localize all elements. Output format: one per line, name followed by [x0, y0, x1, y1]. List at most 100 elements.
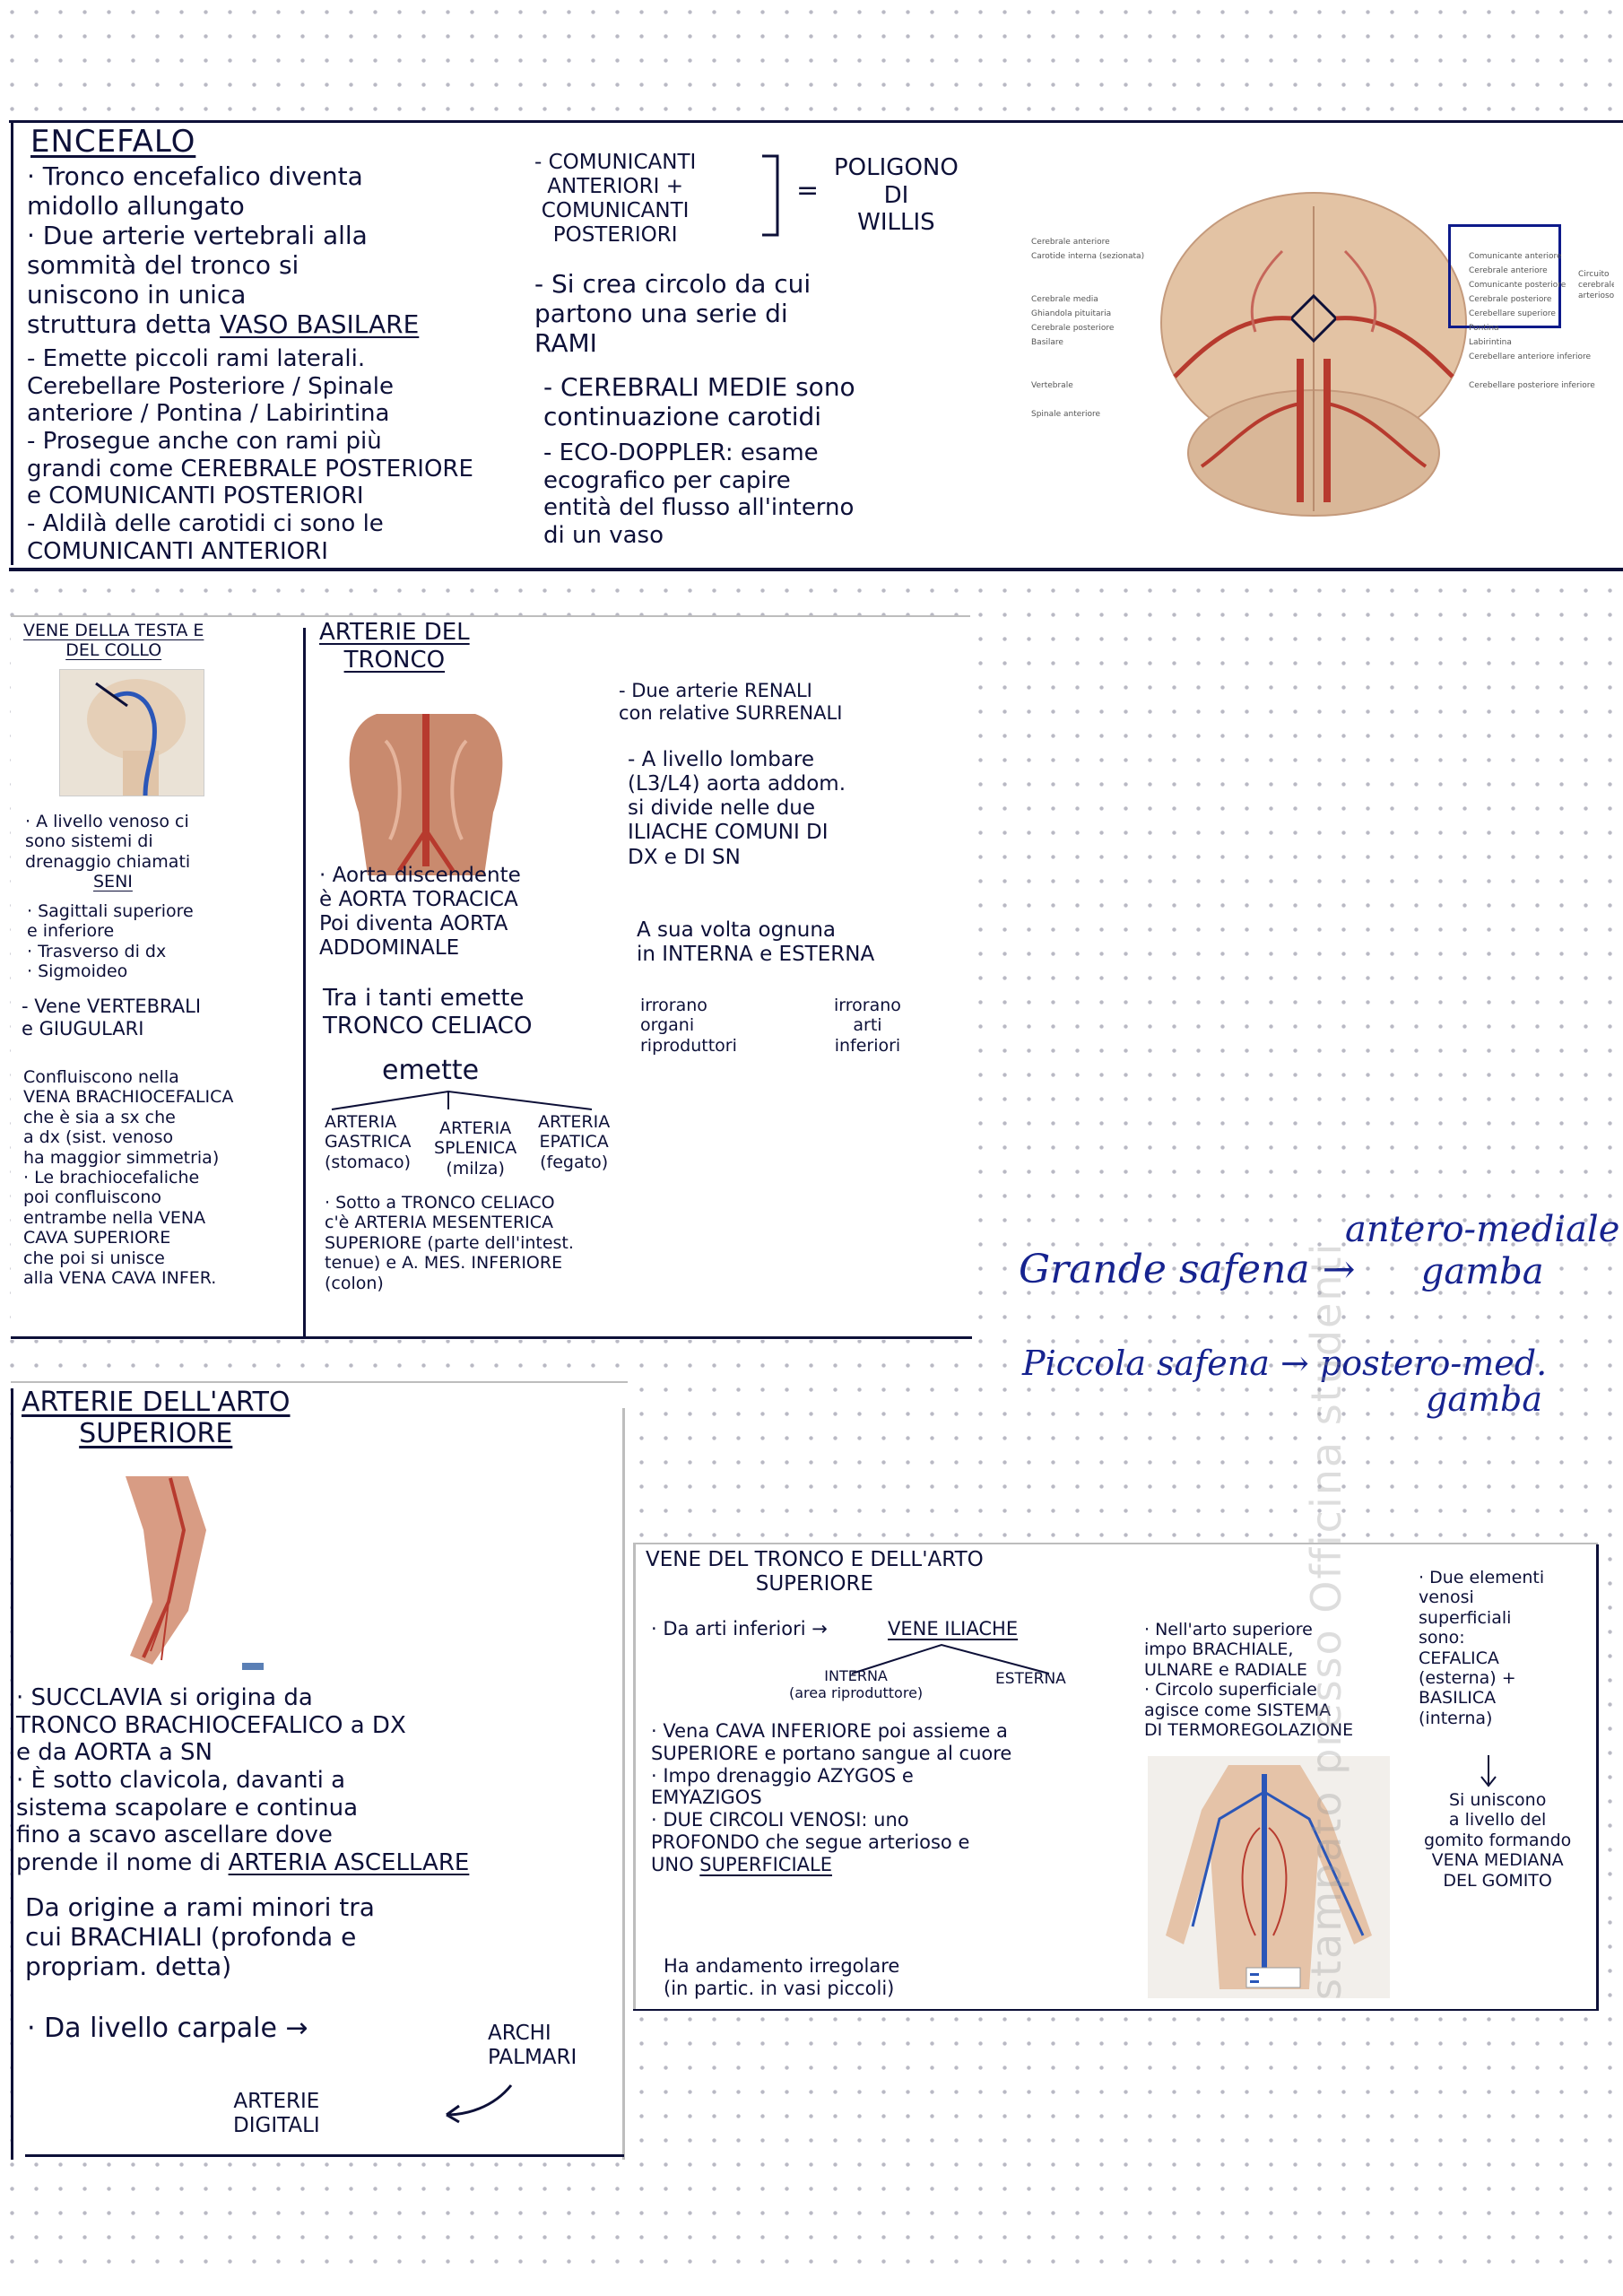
brain-label-r2: Comunicante posteriore [1469, 281, 1567, 290]
brain-circle-label: Circuito cerebrale arterioso [1578, 270, 1614, 300]
arto-superiore-t1: · SUCCLAVIA si origina da TRONCO BRACHIO… [16, 1684, 608, 1877]
vene-tronco-right-border [1596, 1544, 1599, 2011]
brain-highlight-box [1448, 224, 1561, 328]
arteria-epatica: ARTERIA EPATICA (fegato) [538, 1112, 611, 1172]
brain-label-r4: Cerebellare superiore [1469, 309, 1556, 318]
vena-interna: INTERNA (area riproduttore) [789, 1667, 924, 1701]
body-veins-illustration [1166, 1765, 1372, 1989]
vene-superficiali-side: · Due elementi venosi superficiali sono:… [1419, 1568, 1545, 1728]
vene-tronco-title-text: VENE DEL TRONCO E DELL'ARTO SUPERIORE [646, 1548, 984, 1596]
comunicanti-bracket [762, 154, 779, 237]
brain-label-r6: Labirintina [1469, 338, 1512, 347]
vene-iliache: VENE ILIACHE [888, 1618, 1019, 1639]
archi-palmari: ARCHI PALMARI [488, 2022, 577, 2070]
encefalo-col2c: - CEREBRALI MEDIE sono continuazione car… [543, 372, 855, 432]
piccola-safena: Piccola safena → postero-med. [1022, 1344, 1548, 1383]
head-veins-illustration [87, 679, 186, 796]
arterie-renali: - Due arterie RENALI con relative SURREN… [619, 680, 843, 724]
brain-label-r0: Comunicante anteriore [1469, 252, 1562, 261]
emette-label: emette [382, 1055, 480, 1086]
side-down-arrow [1480, 1755, 1497, 1787]
arto-superiore-t2: Da origine a rami minori tra cui BRACHIA… [25, 1892, 375, 1982]
digitali-arrow [446, 2084, 513, 2124]
brain-labels-right: Comunicante anteriore Cerebrale anterior… [1469, 249, 1595, 393]
encefalo-col1b: - Emette piccoli rami laterali. Cerebell… [27, 345, 473, 565]
iliache-branches [851, 1643, 1050, 1674]
comunicanti-text: - COMUNICANTI ANTERIORI + COMUNICANTI PO… [534, 151, 697, 248]
vene-tronco-middle: · Nell'arto superiore impo BRACHIALE, UL… [1144, 1620, 1354, 1741]
vena-esterna: ESTERNA [995, 1670, 1066, 1688]
vaso-basilare: VASO BASILARE [220, 309, 420, 340]
brain-label-r3: Cerebrale posteriore [1469, 295, 1552, 304]
head-veins-figure [59, 669, 204, 796]
vene-tronco-t2-text: · Vena CAVA INFERIORE poi assieme a SUPE… [651, 1720, 1012, 1875]
brain-label-r5: Pontina [1469, 324, 1499, 333]
irrorano-riproduttori: irrorano organi riproduttori [640, 996, 737, 1056]
emette-branches [331, 1090, 593, 1110]
arterie-tronco-t3: · Sotto a TRONCO CELIACO c'è ARTERIA MES… [325, 1193, 574, 1293]
vene-tronco-left-border [633, 1544, 636, 2011]
vene-tronco-t2: · Vena CAVA INFERIORE poi assieme a SUPE… [651, 1720, 1153, 1875]
encefalo-title: ENCEFALO [30, 124, 196, 160]
arteria-ascellare: ARTERIA ASCELLARE [228, 1849, 470, 1877]
brain-label-l3: Ghiandola pituitaria [1031, 309, 1112, 318]
equals-sign: = [796, 175, 820, 206]
arteria-gastrica: ARTERIA GASTRICA (stomaco) [325, 1112, 412, 1172]
vena-mediana-gomito: Si uniscono a livello del gomito formand… [1424, 1790, 1572, 1891]
brain-label-l4: Cerebrale posteriore [1031, 324, 1115, 333]
brain-label-r1: Cerebrale anteriore [1469, 266, 1548, 275]
circolo-superficiale: SUPERFICIALE [699, 1853, 832, 1875]
arm-arteries-figure [90, 1467, 269, 1674]
vene-testa-t3: - Vene VERTEBRALI e GIUGULARI [22, 996, 202, 1039]
brain-label-r8: Cerebellare posteriore inferiore [1469, 381, 1595, 390]
encefalo-col1-text: · Tronco encefalico diventa midollo allu… [27, 161, 368, 340]
brand-watermark: stampato presso Officina studenti [1302, 1241, 1350, 2000]
interna-esterna: A sua volta ognuna in INTERNA e ESTERNA [637, 918, 875, 967]
brain-label-l2: Cerebrale media [1031, 295, 1098, 304]
tronco-divider [303, 628, 306, 1336]
vene-tronco-bottom-border [633, 2009, 1599, 2011]
grande-safena: Grande safena → [1019, 1247, 1356, 1292]
arto-superiore-panel [11, 1381, 628, 2154]
livello-carpale: · Da livello carpale → [27, 2013, 308, 2044]
brain-illustration [1160, 192, 1467, 517]
encefalo-left-border [11, 120, 13, 565]
vene-testa-title: VENE DELLA TESTA E DEL COLLO [23, 621, 204, 661]
body-veins-figure [1148, 1756, 1390, 1998]
arterie-tronco-title: ARTERIE DEL TRONCO [319, 619, 470, 674]
arto-left-border [11, 1388, 13, 2160]
brain-label-l7: Spinale anteriore [1031, 410, 1101, 419]
piccola-safena-dest: gamba [1426, 1379, 1542, 1419]
torso-arteries-figure [323, 705, 529, 875]
vene-testa-t2: · Sagittali superiore e inferiore · Tras… [27, 901, 194, 982]
brain-label-l6: Vertebrale [1031, 381, 1073, 390]
vene-testa-t1: · A livello venoso ci sono sistemi di dr… [25, 812, 191, 872]
arto-right-border [622, 1408, 625, 2160]
vene-testa-t4: Confluiscono nella VENA BRACHIOCEFALICA … [23, 1067, 234, 1289]
torso-arteries-illustration [349, 714, 503, 875]
seni-label: SENI [93, 872, 133, 891]
irrorano-arti: irrorano arti inferiori [834, 996, 901, 1056]
brain-label-l5: Basilare [1031, 338, 1063, 347]
grande-safena-dest: antero-mediale gamba [1345, 1209, 1620, 1293]
arterie-tronco-t2: Tra i tanti emette TRONCO CELIACO [323, 985, 533, 1039]
brain-base-figure: Cerebrale anteriore Carotide interna (se… [1031, 179, 1614, 529]
encefalo-col1: · Tronco encefalico diventa midollo allu… [27, 161, 529, 339]
arm-arteries-illustration [126, 1476, 264, 1670]
vene-tronco-t1: · Da arti inferiori → [651, 1618, 828, 1639]
brain-label-r7: Cerebellare anteriore inferiore [1469, 352, 1592, 361]
brain-label-l1: Carotide interna (sezionata) [1031, 252, 1145, 261]
encefalo-col2b: - Si crea circolo da cui partono una ser… [534, 269, 812, 359]
vene-tronco-t3: Ha andamento irregolare (in partic. in v… [664, 1955, 900, 1999]
arto-superiore-t1-text: · SUCCLAVIA si origina da TRONCO BRACHIO… [16, 1684, 406, 1877]
aorta-lombare: - A livello lombare (L3/L4) aorta addom.… [628, 748, 846, 869]
dot-grid-top [0, 0, 1623, 124]
arto-superiore-title: ARTERIE DELL'ARTO SUPERIORE [22, 1387, 291, 1450]
vene-tronco-panel [633, 1543, 1598, 2013]
arterie-tronco-t1: · Aorta discendente è AORTA TORACICA Poi… [319, 864, 521, 961]
brain-labels-left: Cerebrale anteriore Carotide interna (se… [1031, 235, 1144, 422]
arteria-splenica: ARTERIA SPLENICA (milza) [434, 1118, 517, 1178]
brain-label-l0: Cerebrale anteriore [1031, 238, 1110, 247]
arto-bottom-border [25, 2154, 624, 2157]
tronco-bottom-border [11, 1336, 972, 1339]
